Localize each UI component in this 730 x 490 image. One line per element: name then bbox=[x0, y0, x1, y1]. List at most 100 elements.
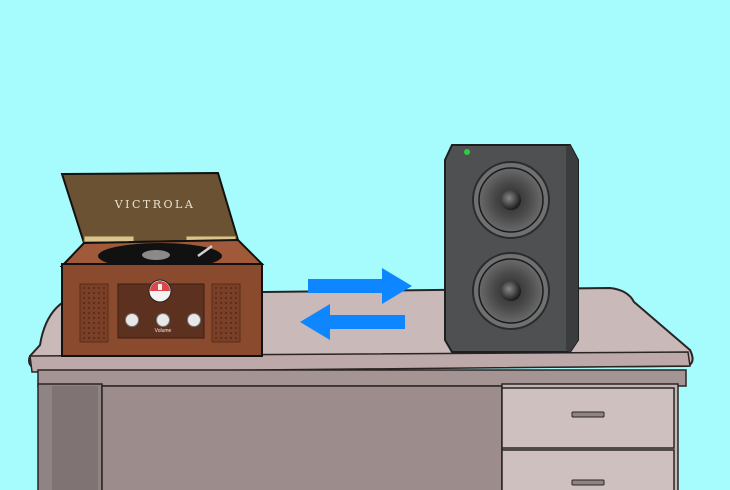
grille-hole bbox=[220, 292, 222, 294]
desk-drawer-handle-top bbox=[571, 411, 605, 418]
grille-hole bbox=[103, 297, 105, 299]
grille-hole bbox=[103, 302, 105, 304]
grille-hole bbox=[220, 297, 222, 299]
grille-hole bbox=[220, 312, 222, 314]
grille-hole bbox=[235, 337, 237, 339]
grille-hole bbox=[235, 327, 237, 329]
grille-hole bbox=[230, 337, 232, 339]
grille-hole bbox=[215, 307, 217, 309]
grille-hole bbox=[235, 312, 237, 314]
grille-hole bbox=[88, 327, 90, 329]
grille-hole bbox=[98, 307, 100, 309]
grille-hole bbox=[83, 332, 85, 334]
speaker-side-shade bbox=[566, 145, 578, 352]
grille-hole bbox=[215, 317, 217, 319]
grille-hole bbox=[93, 307, 95, 309]
grille-hole bbox=[88, 317, 90, 319]
grille-hole bbox=[225, 307, 227, 309]
grille-hole bbox=[225, 327, 227, 329]
grille-hole bbox=[103, 312, 105, 314]
grille-hole bbox=[220, 317, 222, 319]
grille-hole bbox=[88, 287, 90, 289]
grille-hole bbox=[93, 317, 95, 319]
grille-hole bbox=[220, 307, 222, 309]
arrow-right bbox=[308, 268, 412, 304]
grille-hole bbox=[225, 322, 227, 324]
grille-hole bbox=[103, 317, 105, 319]
grille-hole bbox=[225, 312, 227, 314]
lid-hinge-left bbox=[83, 235, 135, 243]
control-knob-left bbox=[125, 313, 139, 327]
grille-hole bbox=[88, 292, 90, 294]
desk-left-panel bbox=[52, 386, 98, 490]
grille-hole bbox=[103, 327, 105, 329]
grille-dots bbox=[83, 287, 237, 339]
grille-hole bbox=[230, 322, 232, 324]
grille-hole bbox=[220, 302, 222, 304]
grille-hole bbox=[215, 287, 217, 289]
arrow-left bbox=[300, 304, 405, 340]
grille-hole bbox=[235, 302, 237, 304]
grille-hole bbox=[88, 302, 90, 304]
grille-hole bbox=[225, 317, 227, 319]
grille-hole bbox=[88, 312, 90, 314]
grille-hole bbox=[83, 302, 85, 304]
grille-hole bbox=[98, 297, 100, 299]
grille-hole bbox=[220, 322, 222, 324]
grille-hole bbox=[235, 307, 237, 309]
grille-hole bbox=[230, 287, 232, 289]
grille-hole bbox=[93, 287, 95, 289]
turntable-label bbox=[142, 250, 170, 260]
record-player-brand: VICTROLA bbox=[114, 198, 196, 211]
grille-hole bbox=[103, 332, 105, 334]
grille-hole bbox=[98, 312, 100, 314]
grille-hole bbox=[93, 302, 95, 304]
grille-hole bbox=[98, 292, 100, 294]
grille-hole bbox=[220, 327, 222, 329]
grille-hole bbox=[215, 327, 217, 329]
grille-hole bbox=[93, 312, 95, 314]
control-knob-right bbox=[187, 313, 201, 327]
grille-hole bbox=[230, 292, 232, 294]
grille-hole bbox=[83, 287, 85, 289]
grille-hole bbox=[103, 292, 105, 294]
grille-hole bbox=[93, 332, 95, 334]
grille-hole bbox=[88, 307, 90, 309]
control-knob-center bbox=[156, 313, 170, 327]
grille-hole bbox=[93, 297, 95, 299]
grille-hole bbox=[93, 322, 95, 324]
desk-knee-space bbox=[101, 385, 503, 490]
speaker-power-led bbox=[464, 149, 470, 155]
grille-hole bbox=[225, 337, 227, 339]
grille-hole bbox=[83, 327, 85, 329]
grille-hole bbox=[235, 297, 237, 299]
grille-hole bbox=[230, 327, 232, 329]
volume-meter-pointer bbox=[158, 284, 162, 290]
grille-hole bbox=[225, 302, 227, 304]
grille-hole bbox=[215, 292, 217, 294]
grille-hole bbox=[83, 292, 85, 294]
grille-hole bbox=[230, 312, 232, 314]
grille-hole bbox=[220, 332, 222, 334]
grille-hole bbox=[235, 292, 237, 294]
grille-hole bbox=[88, 322, 90, 324]
grille-hole bbox=[103, 337, 105, 339]
grille-hole bbox=[235, 322, 237, 324]
grille-hole bbox=[98, 287, 100, 289]
grille-hole bbox=[220, 337, 222, 339]
grille-hole bbox=[215, 297, 217, 299]
record-player: VICTROLA Volume bbox=[59, 171, 265, 357]
grille-hole bbox=[230, 307, 232, 309]
grille-hole bbox=[83, 317, 85, 319]
grille-hole bbox=[215, 332, 217, 334]
volume-label: Volume bbox=[155, 328, 172, 334]
grille-hole bbox=[103, 307, 105, 309]
grille-hole bbox=[103, 287, 105, 289]
grille-hole bbox=[103, 322, 105, 324]
tonearm bbox=[197, 244, 213, 258]
speaker-driver-upper bbox=[472, 161, 550, 239]
grille-hole bbox=[215, 322, 217, 324]
grille-hole bbox=[83, 337, 85, 339]
grille-hole bbox=[83, 322, 85, 324]
